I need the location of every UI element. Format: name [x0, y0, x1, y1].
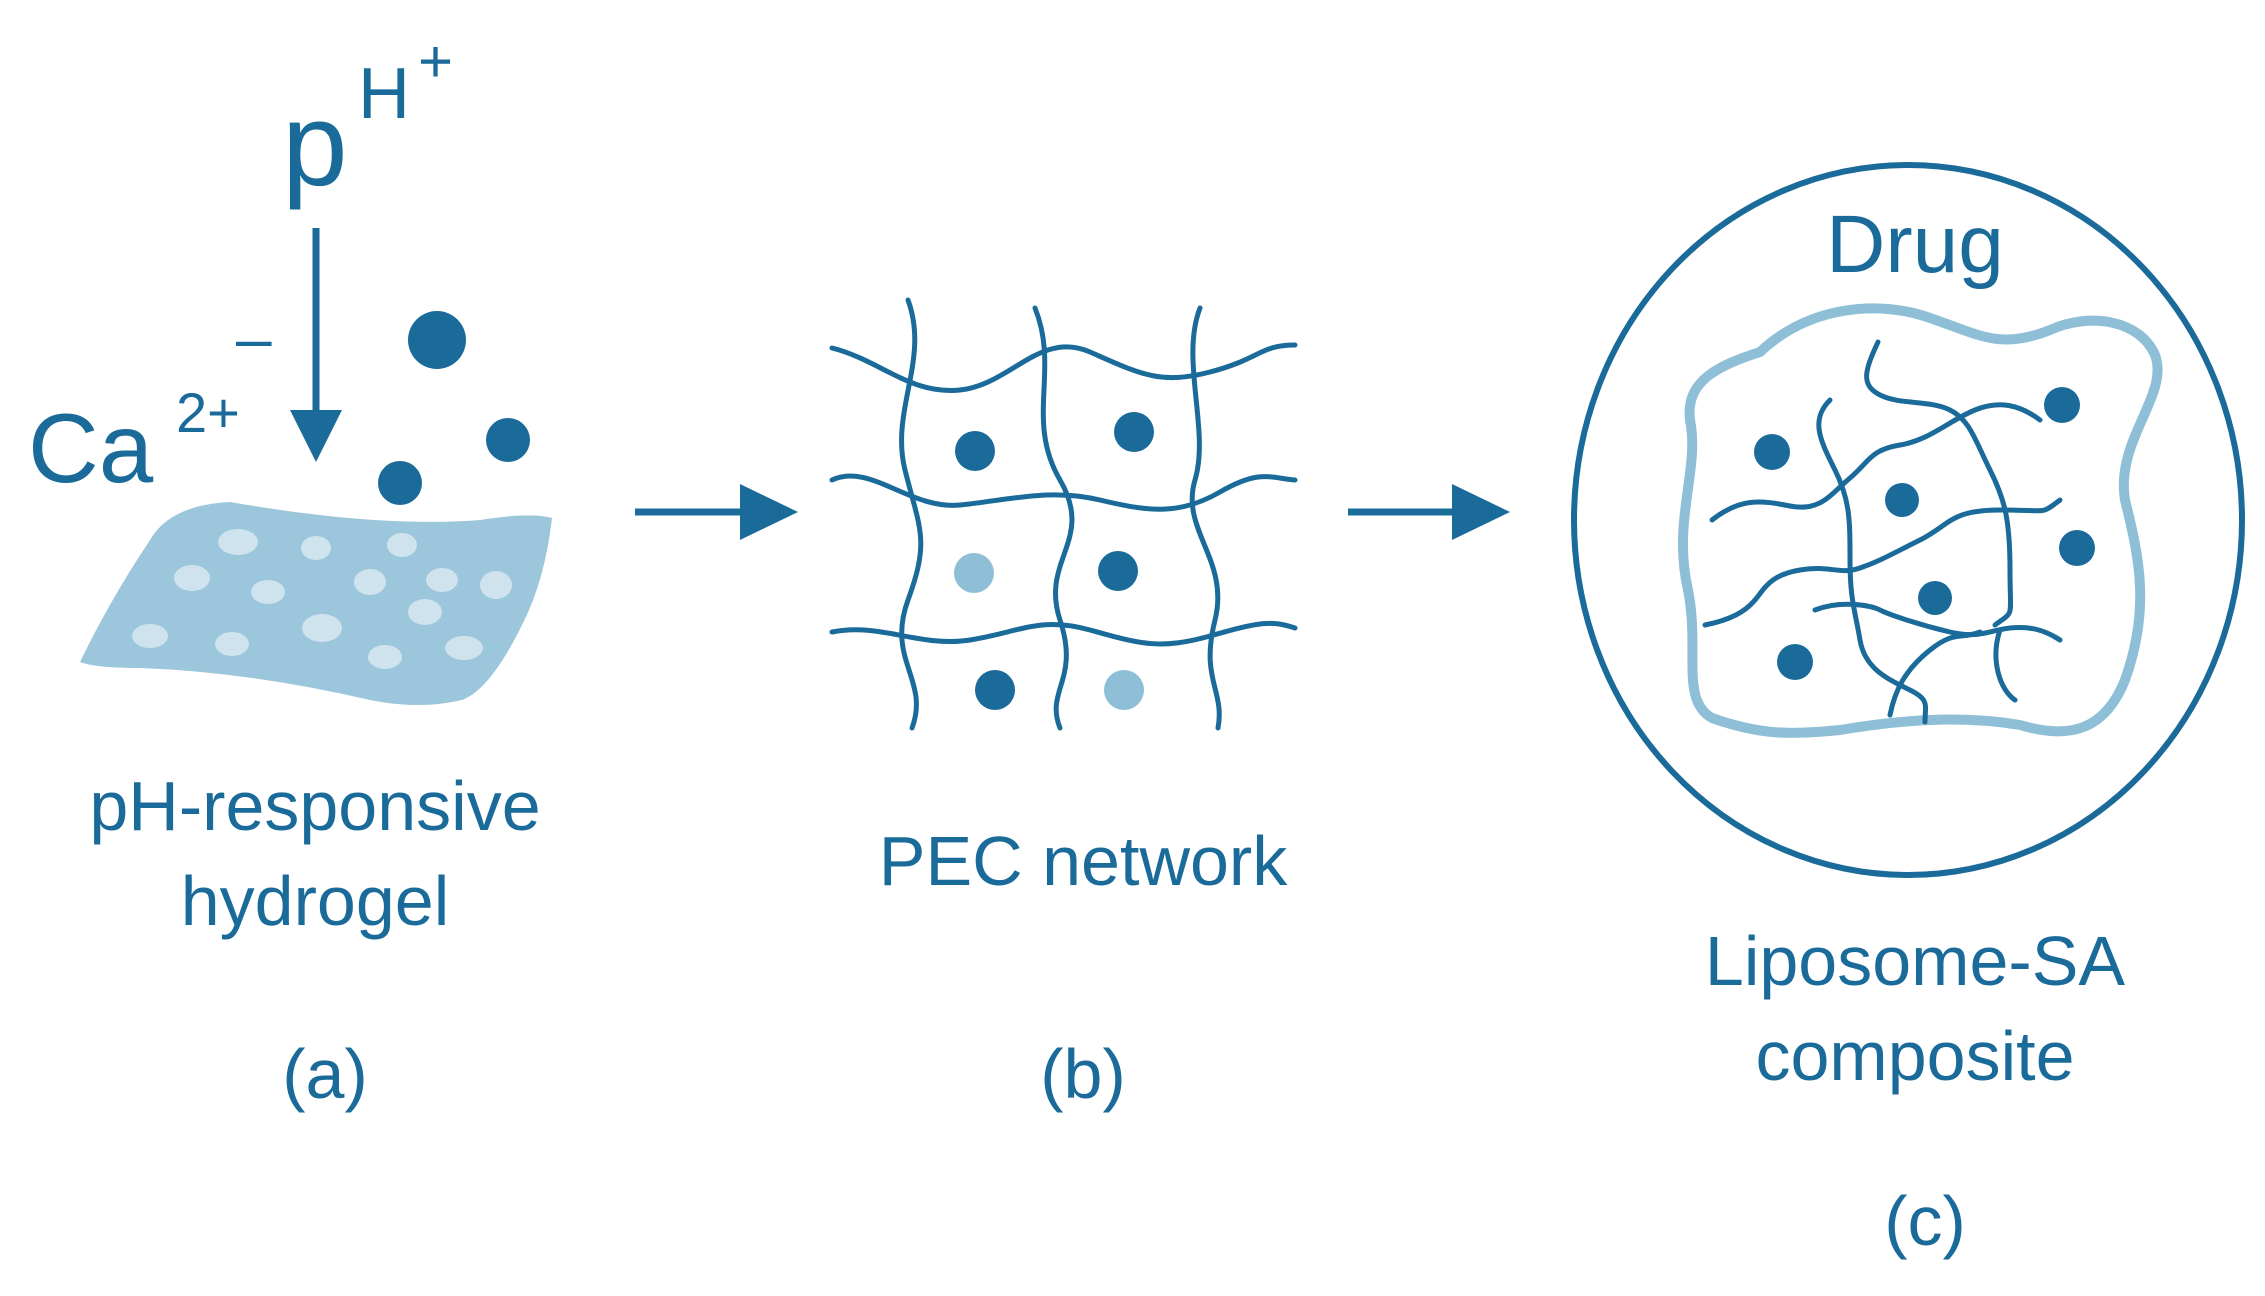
- pec-network-dots: [954, 412, 1154, 710]
- ion-dots: [378, 311, 530, 505]
- right-arrow-icon: [635, 484, 798, 540]
- drug-dot: [1104, 670, 1144, 710]
- ion-dot: [486, 418, 530, 462]
- liposome-outer-circle: [1571, 162, 2245, 878]
- liposome-membrane: [1677, 303, 2163, 738]
- drug-dot: [1918, 581, 1952, 615]
- hydrogel-label-line2: hydrogel: [181, 862, 450, 940]
- ion-base-text: Ca: [28, 393, 154, 503]
- drug-dot: [2044, 387, 2080, 423]
- stimulus-main-text: p: [282, 79, 348, 211]
- drug-dot: [2059, 530, 2095, 566]
- panel-a: p H + Ca 2+ –: [28, 28, 552, 1113]
- hydrogel-label-line1: pH-responsive: [89, 767, 540, 845]
- panel-c: Drug Liposome-SA composite (c): [1571, 162, 2245, 1260]
- drug-dot: [975, 670, 1015, 710]
- ion-charge-text: 2+: [176, 381, 240, 444]
- panel-c-letter: (c): [1884, 1182, 1966, 1260]
- drug-dot: [1885, 483, 1919, 517]
- drug-dot: [1098, 551, 1138, 591]
- composite-label-line2: composite: [1755, 1017, 2074, 1095]
- liposome-drug-dots: [1754, 387, 2095, 680]
- liposome-network: [1702, 339, 2063, 725]
- pec-network-mesh: [829, 297, 1298, 731]
- drug-label: Drug: [1826, 199, 2004, 290]
- composite-label-line1: Liposome-SA: [1705, 922, 2126, 1000]
- hydrogel-slab: [80, 502, 552, 705]
- ion-dot: [408, 311, 466, 369]
- drug-dot: [955, 431, 995, 471]
- pec-network-label: PEC network: [879, 822, 1288, 900]
- ion-dot: [378, 461, 422, 505]
- drug-dot: [1754, 434, 1790, 470]
- ion-minus-text: –: [236, 302, 272, 374]
- down-arrow-icon: [290, 228, 342, 462]
- stimulus-sup-text: H: [358, 54, 410, 134]
- stimulus-charge-text: +: [418, 28, 453, 95]
- panel-a-letter: (a): [282, 1035, 368, 1113]
- panel-b: PEC network (b): [829, 297, 1298, 1113]
- drug-dot: [954, 553, 994, 593]
- panel-b-letter: (b): [1040, 1035, 1126, 1113]
- right-arrow-icon: [1348, 484, 1510, 540]
- drug-dot: [1114, 412, 1154, 452]
- drug-dot: [1777, 644, 1813, 680]
